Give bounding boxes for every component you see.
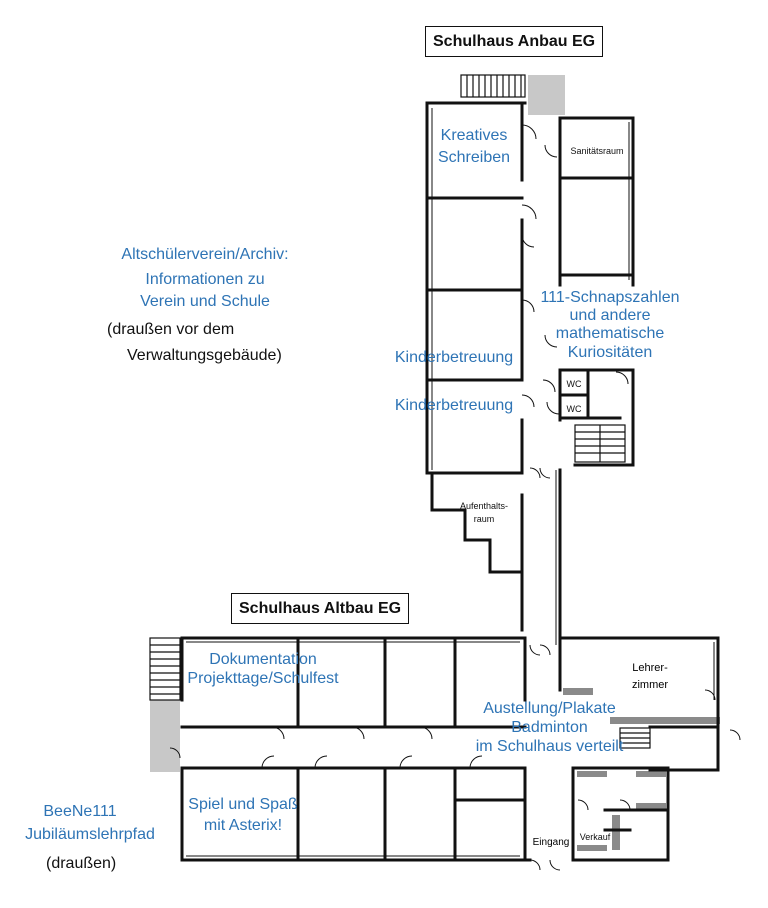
stairs-west: [149, 637, 181, 701]
title-anbau: Schulhaus Anbau EG: [425, 26, 604, 57]
station-ausstellung-line2: Badminton: [511, 719, 588, 736]
room-wc-2: WC: [566, 404, 582, 414]
station-kreatives-line1: Kreatives: [440, 127, 508, 144]
bar-verkauf-2: [636, 771, 666, 777]
station-ausstellung-line3: im Schulhaus verteilt: [475, 738, 624, 755]
stairs-hall: [619, 727, 651, 749]
note-archiv-line2: Verwaltungsgebäude): [127, 347, 282, 364]
station-math-line2: und andere: [569, 307, 651, 324]
walls-anbau: [425, 101, 635, 652]
station-spiel-line2: mit Asterix!: [203, 817, 283, 834]
note-beene: (draußen): [46, 855, 117, 872]
station-math-line4: Kuriositäten: [567, 344, 653, 361]
station-spiel-line1: Spiel und Spaß: [188, 796, 298, 813]
note-archiv-line1: (draußen vor dem: [107, 321, 235, 338]
station-doku-line1: Dokumentation: [209, 651, 317, 668]
doors-altbau: [169, 644, 741, 871]
station-math-line3: mathematische: [555, 325, 665, 342]
windows-altbau: [186, 641, 715, 857]
station-archiv-line3: Verein und Schule: [140, 293, 270, 310]
landing-west: [150, 700, 180, 772]
station-archiv-line2: Informationen zu: [145, 271, 265, 288]
station-kinderbetreuung-2: Kinderbetreuung: [394, 397, 514, 414]
title-altbau: Schulhaus Altbau EG: [231, 593, 410, 624]
bar-verkauf-4: [577, 845, 607, 851]
station-ausstellung-line1: Austellung/Plakate: [483, 700, 616, 717]
room-sanitaet: Sanitätsraum: [570, 146, 624, 156]
bar-lehrer-2: [610, 717, 720, 724]
station-doku-line2: Projekttage/Schulfest: [187, 670, 339, 687]
station-kreatives-line2: Schreiben: [437, 149, 511, 166]
windows-anbau: [431, 108, 630, 645]
bar-verkauf-5: [612, 815, 620, 850]
room-wc-1: WC: [566, 379, 582, 389]
bar-verkauf-3: [636, 803, 666, 811]
landing-top-right: [528, 75, 565, 115]
stairs-top: [460, 74, 526, 98]
station-beene-line2: Jubiläumslehrpfad: [25, 826, 155, 843]
stairs-wc: [574, 424, 626, 463]
station-math-line1: 111-Schnapszahlen: [540, 289, 680, 306]
room-eingang: Eingang: [532, 837, 570, 848]
room-aufenthalt-line1: Aufenthalts-: [459, 501, 509, 511]
station-beene-line1: BeeNe111: [43, 803, 117, 820]
room-lehrer-line2: zimmer: [631, 679, 669, 691]
room-verkauf: Verkauf: [579, 832, 611, 842]
station-archiv-line1: Altschülerverein/Archiv:: [121, 246, 289, 263]
bar-lehrer-1: [563, 688, 593, 695]
room-aufenthalt-line2: raum: [473, 514, 495, 524]
doors-anbau: [521, 124, 629, 479]
bar-verkauf-1: [577, 771, 607, 777]
room-lehrer-line1: Lehrer-: [632, 662, 668, 674]
station-kinderbetreuung-1: Kinderbetreuung: [394, 349, 514, 366]
